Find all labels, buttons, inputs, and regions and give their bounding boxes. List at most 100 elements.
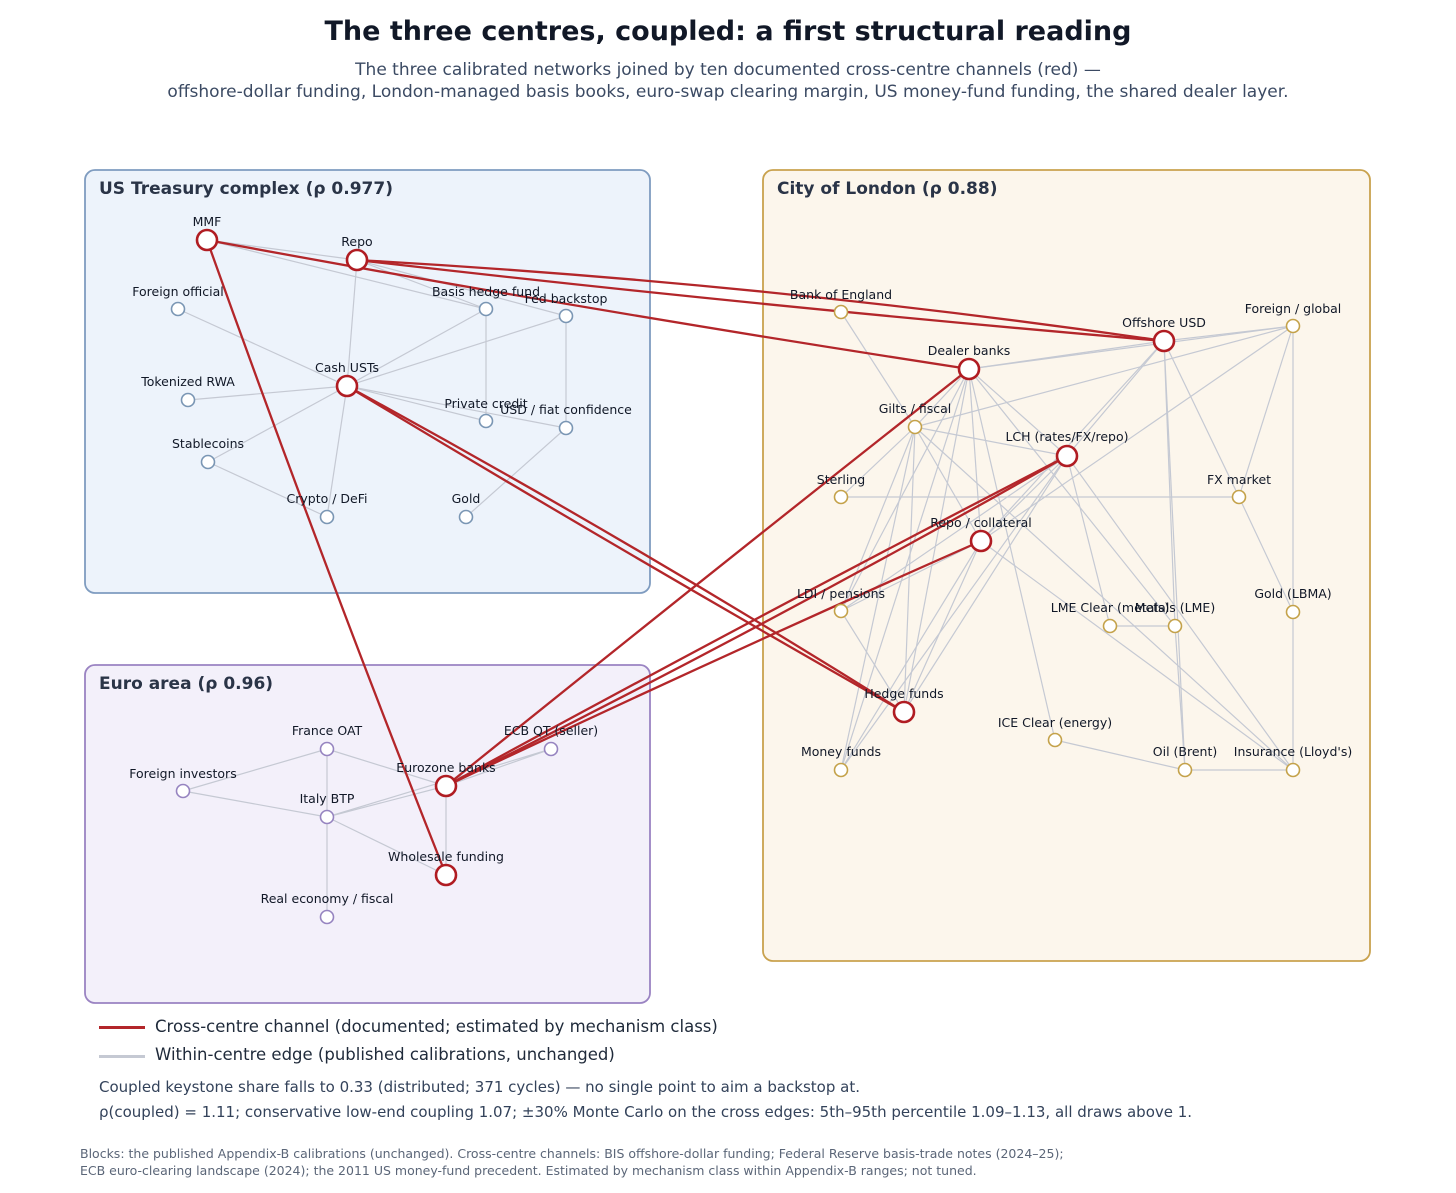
within-edge-lch-insurance [1066, 455, 1294, 771]
node-lme-clear-metals [1102, 618, 1118, 634]
figure-subtitle-line2: offshore-dollar funding, London-managed … [167, 82, 1289, 102]
within-edge-offshore_usd-repo_coll [980, 340, 1165, 542]
node-bank-of-england [833, 304, 849, 320]
within-edge-ecb_qt-eurozone_banks [445, 748, 552, 787]
node-fed-backstop [558, 308, 574, 324]
node-label-crypto-defi: Crypto / DeFi [287, 491, 368, 506]
node-cash-usts [335, 374, 359, 398]
within-edge-repo_coll-insurance [980, 540, 1294, 771]
node-label-gold: Gold [452, 491, 481, 506]
node-label-cash-usts: Cash USTs [315, 360, 379, 375]
node-money-funds [833, 762, 849, 778]
node-label-usd-fiat-confidence: USD / fiat confidence [500, 402, 632, 417]
within-edge-dealer_banks-lch [968, 368, 1068, 457]
figure-subtitle-line1: The three calibrated networks joined by … [355, 60, 1101, 80]
within-edge-mmf-repo_us [206, 239, 358, 261]
node-label-hedge-funds: Hedge funds [864, 686, 943, 701]
node-ice-clear-energy [1047, 732, 1063, 748]
node-repo [345, 248, 369, 272]
cross-edge-cash_usts-hedge_funds [346, 385, 905, 713]
node-label-private-credit: Private credit [444, 396, 527, 411]
node-usd-fiat-confidence [558, 420, 574, 436]
within-edge-lch-money_funds [840, 455, 1068, 771]
node-label-foreign-investors: Foreign investors [129, 766, 236, 781]
node-crypto-defi [319, 509, 335, 525]
cross-edge-cash_usts-hedge_funds [346, 384, 905, 713]
node-oil-brent [1177, 762, 1193, 778]
within-edge-ice_clear-oil [1054, 739, 1186, 771]
cross-edge-lch-eurozone_banks [445, 455, 1068, 788]
node-private-credit [478, 413, 494, 429]
node-label-ice-clear-energy: ICE Clear (energy) [998, 715, 1112, 730]
node-label-stablecoins: Stablecoins [172, 436, 244, 451]
note-coupled-rho: ρ(coupled) = 1.11; conservative low-end … [99, 1103, 1193, 1121]
within-edge-cash_usts-crypto [326, 385, 348, 518]
node-label-gold-lbma: Gold (LBMA) [1254, 586, 1331, 601]
node-insurance-lloyd-s [1285, 762, 1301, 778]
cross-edge-repo_us-offshore_usd [356, 258, 1165, 343]
node-label-real-economy-fiscal: Real economy / fiscal [261, 891, 394, 906]
legend-cross-label: Cross-centre channel (documented; estima… [155, 1017, 718, 1036]
within-edge-fx_market-gold_lbma [1238, 496, 1294, 613]
node-label-foreign-global: Foreign / global [1245, 301, 1342, 316]
centre-box-title-eu: Euro area (ρ 0.96) [99, 674, 273, 694]
cross-edge-dealer_banks-eurozone_banks [445, 368, 970, 787]
node-foreign-investors [175, 783, 191, 799]
cross-edge-repo_us-offshore_usd [356, 258, 1165, 343]
node-label-foreign-official: Foreign official [132, 284, 223, 299]
within-edge-gilts-insurance [914, 426, 1294, 771]
node-foreign-official [170, 301, 186, 317]
centre-box-title-us: US Treasury complex (ρ 0.977) [99, 179, 393, 199]
node-label-lme-clear-metals: LME Clear (metals) [1051, 600, 1169, 615]
note-keystone-share: Coupled keystone share falls to 0.33 (di… [99, 1078, 860, 1096]
node-label-france-oat: France OAT [292, 723, 363, 738]
node-label-oil-brent: Oil (Brent) [1153, 744, 1217, 759]
node-label-ecb-qt-seller: ECB QT (seller) [504, 723, 598, 738]
node-mmf [195, 228, 219, 252]
within-edge-boe-gilts [840, 311, 916, 428]
within-edge-dealer_banks-hedge_funds [903, 368, 970, 713]
node-label-dealer-banks: Dealer banks [928, 343, 1011, 358]
network-nodes [170, 228, 1301, 925]
node-foreign-global [1285, 318, 1301, 334]
node-gilts-fiscal [907, 419, 923, 435]
node-dealer-banks [957, 357, 981, 381]
within-edge-repo_us-cash_usts [346, 259, 358, 387]
within-edge-metals-oil [1174, 625, 1186, 771]
node-fx-market [1231, 489, 1247, 505]
node-label-ldi-pensions: LDI / pensions [797, 586, 885, 601]
within-edge-gilts-money_funds [840, 426, 916, 771]
source-line1: Blocks: the published Appendix-B calibra… [80, 1146, 1064, 1161]
node-repo-collateral [969, 529, 993, 553]
source-line2: ECB euro-clearing landscape (2024); the … [80, 1163, 977, 1178]
node-real-economy-fiscal [319, 909, 335, 925]
node-label-repo-collateral: Repo / collateral [930, 515, 1032, 530]
cross-edge-mmf-wholesale [205, 239, 448, 876]
node-italy-btp [319, 809, 335, 825]
within-centre-edges [177, 239, 1294, 917]
centre-box-title-uk: City of London (ρ 0.88) [777, 179, 997, 199]
within-edge-repo_us-fed_backstop [356, 259, 567, 317]
within-edge-foreign_official-cash_usts [177, 308, 348, 387]
within-edge-foreign_global-dealer_banks [968, 325, 1294, 370]
node-label-repo: Repo [341, 234, 372, 249]
within-edge-france_oat-foreign_inv [182, 748, 328, 792]
node-label-fed-backstop: Fed backstop [525, 291, 608, 306]
within-edge-dealer_banks-repo_coll [968, 368, 982, 542]
centre-box-us [84, 169, 651, 594]
legend-within-label: Within-centre edge (published calibratio… [155, 1045, 615, 1064]
cross-edge-mmf-dealer_banks [206, 238, 970, 371]
within-edge-cash_usts-tokenized [187, 385, 348, 401]
node-stablecoins [200, 454, 216, 470]
cross-edge-lch-eurozone_banks [445, 454, 1068, 788]
node-label-wholesale-funding: Wholesale funding [388, 849, 504, 864]
within-edge-dealer_banks-gilts [914, 368, 970, 428]
node-hedge-funds [892, 700, 916, 724]
node-sterling [833, 489, 849, 505]
within-edge-fed_backstop-cash_usts [346, 315, 567, 387]
within-edge-repo_us-basis [356, 259, 487, 310]
within-edge-lch-lme_clear [1066, 455, 1111, 627]
figure-title: The three centres, coupled: a first stru… [324, 16, 1132, 47]
node-label-metals-lme: Metals (LME) [1135, 600, 1215, 615]
